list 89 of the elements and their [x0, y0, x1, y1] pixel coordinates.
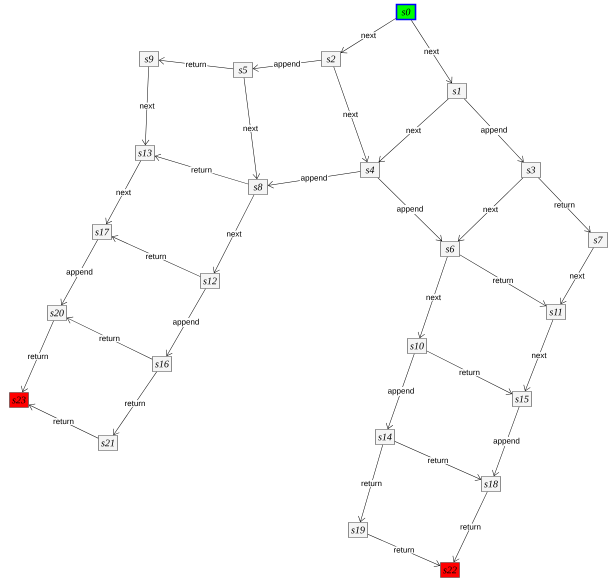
arrow	[426, 350, 512, 395]
state-box: s8	[248, 179, 268, 195]
state-box: s15	[512, 391, 532, 407]
arrow	[394, 441, 482, 481]
edge-label: next	[226, 230, 242, 238]
arrow	[66, 316, 152, 360]
edge-label: next	[360, 32, 377, 39]
edge-label: next	[530, 352, 548, 359]
edge-label: return	[553, 202, 576, 208]
state-box: s23	[9, 392, 29, 408]
edge-label: next	[138, 102, 156, 110]
state-box: s19	[348, 522, 368, 538]
state-box: s9	[139, 51, 159, 67]
state-box: s6	[440, 241, 460, 257]
edge-label: next	[568, 272, 586, 280]
arrow	[166, 288, 206, 356]
arrow	[358, 444, 383, 522]
state-box: s10	[407, 338, 427, 354]
arrow	[492, 406, 520, 476]
edge-label: return	[52, 418, 75, 425]
state-box: s12	[200, 273, 220, 289]
arrow	[142, 66, 150, 146]
state-box: s18	[481, 476, 501, 492]
arrow	[452, 492, 488, 562]
state-box: s0	[396, 4, 416, 20]
arrow	[378, 178, 442, 242]
edge-label: append	[300, 174, 328, 184]
state-box: s3	[521, 162, 541, 178]
state-box: s20	[47, 305, 67, 321]
state-box: s16	[152, 356, 172, 372]
edge-label: append	[386, 386, 416, 396]
state-box: s14	[375, 429, 395, 445]
arrow	[560, 248, 594, 304]
state-box: s7	[588, 232, 608, 248]
state-box: s21	[98, 435, 118, 451]
arrow	[460, 254, 546, 307]
edge-label: return	[392, 546, 416, 554]
arrow	[112, 235, 200, 277]
edge-label: append	[480, 126, 508, 136]
edge-label: next	[405, 127, 422, 134]
arrow	[154, 154, 248, 184]
arrow	[213, 194, 254, 274]
edge-label: return	[360, 480, 383, 487]
arrow	[524, 320, 554, 392]
edge-label: next	[425, 294, 442, 301]
state-box: s17	[92, 224, 112, 240]
arrow	[378, 98, 449, 162]
edge-label: return	[124, 400, 146, 407]
edge-label: append	[396, 204, 424, 214]
edge-label: append	[65, 268, 94, 278]
arrow	[158, 57, 234, 70]
edge-label: return	[144, 253, 168, 260]
arrow	[21, 320, 54, 392]
edge-label: return	[190, 166, 213, 174]
arrow	[106, 160, 141, 224]
edge-label: return	[184, 61, 208, 68]
arrow	[334, 66, 370, 162]
state-box: s1	[447, 83, 467, 99]
arrow	[28, 404, 98, 439]
state-box: s4	[360, 162, 380, 178]
arrow	[340, 18, 396, 54]
arrow	[244, 78, 260, 180]
arrow	[60, 240, 98, 306]
arrow	[368, 534, 440, 568]
state-box: s22	[440, 562, 460, 578]
arrow	[113, 372, 157, 436]
arrow	[411, 20, 452, 84]
edge-label: return	[458, 369, 481, 376]
edge-label: next	[342, 111, 359, 118]
edge-label: next	[482, 206, 499, 213]
edge-label: return	[459, 524, 482, 530]
edge-label: next	[242, 125, 259, 132]
edge-label: return	[492, 277, 514, 284]
arrow	[386, 354, 415, 430]
state-box: s5	[233, 62, 253, 78]
edge-label: return	[426, 457, 450, 464]
edge-label: append	[172, 318, 200, 328]
edge-label: append	[492, 436, 521, 446]
state-box: s13	[135, 145, 155, 161]
state-box: s2	[321, 51, 341, 67]
edge-label: append	[272, 60, 302, 70]
arrow	[418, 256, 448, 338]
edge-label: return	[26, 353, 50, 360]
state-box: s11	[546, 304, 566, 320]
arrow	[458, 178, 524, 242]
edge-label: next	[115, 189, 132, 196]
arrow	[538, 178, 590, 232]
edge-label: return	[98, 335, 121, 342]
edge-label: next	[423, 48, 440, 55]
